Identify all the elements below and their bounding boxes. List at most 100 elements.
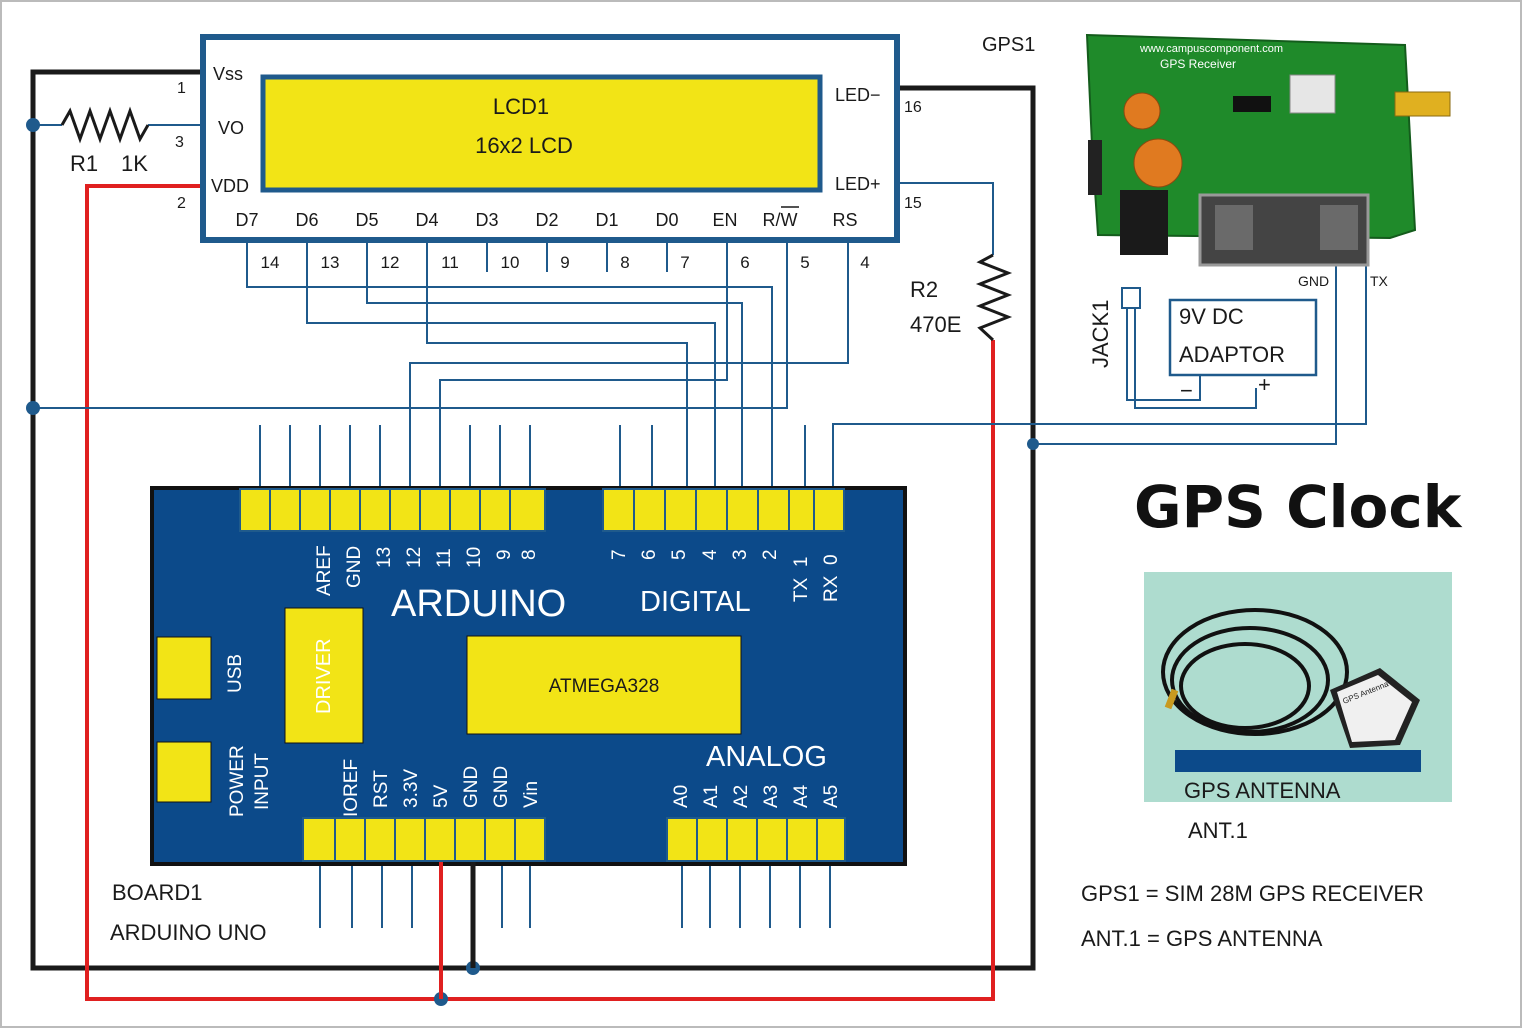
adaptor-box xyxy=(1168,298,1318,377)
lcd-name: LCD1 xyxy=(493,94,549,119)
power-input-jack xyxy=(156,741,212,803)
lcd-pin-rw: R/W xyxy=(763,210,798,230)
gps-dc-jack xyxy=(1120,190,1168,255)
lcd-pin-d3: D3 xyxy=(475,210,498,230)
r2-zigzag xyxy=(975,253,1013,342)
gps-db9-screw xyxy=(1215,205,1253,250)
gps-db9-screw xyxy=(1320,205,1358,250)
atmega-label: ATMEGA328 xyxy=(549,676,660,697)
lcd-pin-num-10: 10 xyxy=(501,253,520,272)
pin-5v: 5V xyxy=(431,784,452,808)
page-title: GPS Clock xyxy=(1134,473,1463,541)
pin-tx1: TX 1 xyxy=(791,557,812,602)
pin-gnd-2: GND xyxy=(491,766,512,808)
digital-header-right xyxy=(602,488,845,532)
gps-chip xyxy=(1289,74,1336,114)
gps-name: GPS1 xyxy=(982,34,1035,56)
gps-tx-label: TX xyxy=(1370,273,1389,289)
digital-labels-left: AREF GND 13 12 11 10 9 8 xyxy=(314,545,540,596)
lcd-pin-vss: Vss xyxy=(213,64,243,84)
lcd-pin-en: EN xyxy=(712,210,737,230)
pin-3v3: 3.3V xyxy=(401,769,422,808)
pin-aref: AREF xyxy=(314,545,335,596)
lcd-pin-d5: D5 xyxy=(355,210,378,230)
antenna-cable xyxy=(1179,642,1311,730)
lcd-module: LCD1 16x2 LCD Vss 1 VO 3 VDD 2 LED− 16 L… xyxy=(175,34,922,272)
pin-a0: A0 xyxy=(671,785,692,808)
gps-receiver-module: GPS1 www.campuscomponent.com GPS Receive… xyxy=(982,33,1451,289)
lcd-pin-num-6: 6 xyxy=(740,253,749,272)
lcd-pin-num-13: 13 xyxy=(321,253,340,272)
analog-pin-labels: A0 A1 A2 A3 A4 A5 xyxy=(671,784,842,808)
power-header xyxy=(302,817,546,862)
lcd-pin-num-4: 4 xyxy=(860,253,869,272)
gps-component xyxy=(1233,96,1271,112)
resistor-r1: R1 1K xyxy=(33,106,150,176)
r2-name: R2 xyxy=(910,277,938,302)
lcd-pin-led-minus: LED− xyxy=(835,85,881,105)
pin-13: 13 xyxy=(374,547,395,568)
antenna-label: ANT.1 xyxy=(1188,818,1248,843)
power-input-label-1: POWER xyxy=(227,745,248,817)
gps-board-url: www.campuscomponent.com xyxy=(1139,43,1283,55)
board-label-1: BOARD1 xyxy=(112,880,202,905)
adaptor-minus: − xyxy=(1180,378,1193,403)
legend-gps: GPS1 = SIM 28M GPS RECEIVER xyxy=(1081,881,1424,906)
jack-label: JACK1 xyxy=(1088,300,1113,368)
power-jack: JACK1 xyxy=(1088,287,1141,368)
pin-2: 2 xyxy=(760,549,781,560)
lcd-pin-d7: D7 xyxy=(235,210,258,230)
lcd-pin-num-11: 11 xyxy=(441,253,459,272)
pin-gnd-1: GND xyxy=(461,766,482,808)
gps-pin-header xyxy=(1088,140,1102,195)
antenna-sma-plug xyxy=(1164,688,1179,710)
analog-label: ANALOG xyxy=(706,741,827,773)
pin-7: 7 xyxy=(609,549,630,560)
antenna-caption-bar xyxy=(1175,750,1421,772)
lcd-pin-vdd: VDD xyxy=(211,176,249,196)
adaptor-plus: + xyxy=(1258,372,1271,397)
lcd-pin-num-14: 14 xyxy=(261,253,280,272)
lcd-stub-pins xyxy=(486,243,668,272)
pin-4: 4 xyxy=(700,549,721,560)
pin-gnd: GND xyxy=(344,546,365,588)
lcd-pin-d2: D2 xyxy=(535,210,558,230)
driver-label: DRIVER xyxy=(313,638,335,714)
pin-11: 11 xyxy=(434,548,455,568)
lcd-pin-num-7: 7 xyxy=(680,253,689,272)
gps-gnd-label: GND xyxy=(1298,273,1329,289)
lcd-pin-num-1: 1 xyxy=(177,80,186,97)
digital-label: DIGITAL xyxy=(640,586,751,618)
resistor-r2: R2 470E xyxy=(910,253,1013,342)
pin-a1: A1 xyxy=(701,785,722,808)
pin-ioref: IOREF xyxy=(341,759,362,817)
gps-capacitor xyxy=(1133,138,1183,188)
lcd-pin-d0: D0 xyxy=(655,210,678,230)
pin-rst: RST xyxy=(371,770,392,808)
r1-name: R1 xyxy=(70,151,98,176)
pin-a5: A5 xyxy=(821,785,842,808)
lcd-pin-vo: VO xyxy=(218,118,244,138)
lcd-pin-led-plus: LED+ xyxy=(835,174,881,194)
pin-10: 10 xyxy=(464,547,485,568)
board-label-2: ARDUINO UNO xyxy=(110,920,266,945)
lcd-pin-num-8: 8 xyxy=(620,253,629,272)
lcd-pin-rs: RS xyxy=(832,210,857,230)
legend-ant: ANT.1 = GPS ANTENNA xyxy=(1081,926,1323,951)
gps-board-title: GPS Receiver xyxy=(1160,57,1236,71)
atmega-chip xyxy=(466,635,742,735)
arduino-board: AREF GND 13 12 11 10 9 8 7 6 5 4 3 2 TX … xyxy=(150,486,907,866)
arduino-title: ARDUINO xyxy=(391,583,566,625)
gps-wires xyxy=(832,200,1367,490)
r1-value: 1K xyxy=(121,151,148,176)
lcd-pin-d6: D6 xyxy=(295,210,318,230)
pin-9: 9 xyxy=(494,549,515,560)
jack-symbol xyxy=(1121,287,1141,309)
digital-header-left xyxy=(239,488,546,532)
lcd-pin-num-16: 16 xyxy=(904,99,922,116)
dc-adaptor: 9V DC ADAPTOR − + xyxy=(1168,298,1318,403)
antenna-cable xyxy=(1170,626,1330,734)
pin-a4: A4 xyxy=(791,784,812,808)
